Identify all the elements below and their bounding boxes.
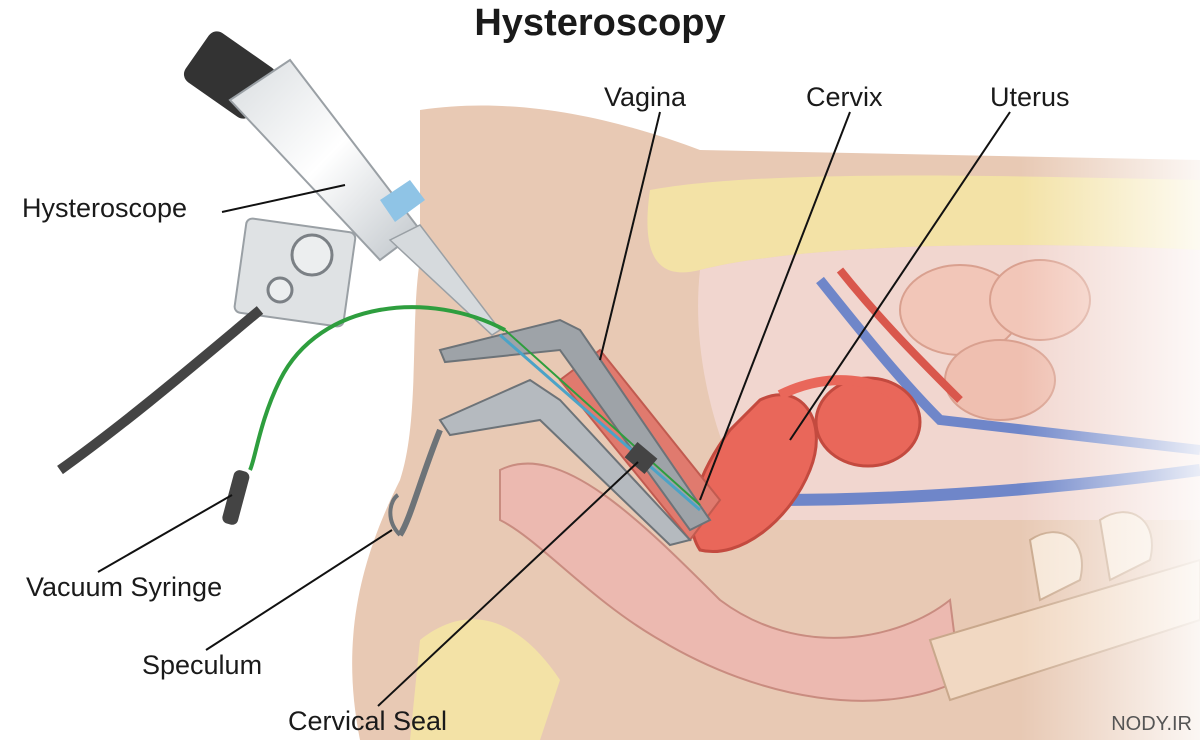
leader-line-vacuum-syringe (97, 494, 233, 573)
speculum-handle (397, 428, 443, 537)
label-vacuum-syringe: Vacuum Syringe (26, 572, 223, 602)
leader-line-uterus (789, 111, 1011, 441)
watermark: NODY.IR (1111, 713, 1192, 735)
leader-line-cervical-seal (377, 461, 639, 707)
leader-line-hysteroscope (221, 184, 346, 213)
hysteroscope-tip (388, 224, 502, 336)
leader-line-cervix (699, 111, 851, 501)
vacuum-tube (248, 305, 506, 471)
leader-line-speculum (205, 529, 393, 651)
label-cervical-seal: Cervical Seal (288, 706, 448, 736)
speculum-blade-upper (438, 318, 712, 532)
camera-cable (57, 306, 264, 475)
diagram-title: Hysteroscopy (474, 2, 726, 44)
label-hysteroscope: Hysteroscope (22, 193, 188, 223)
label-cervix: Cervix (806, 82, 883, 112)
label-uterus: Uterus (990, 82, 1070, 112)
leader-line-vagina (599, 111, 661, 361)
scope-inner-line (499, 333, 701, 512)
vacuum-syringe (222, 470, 250, 525)
speculum-blade-lower (438, 378, 692, 547)
speculum-hook (388, 493, 402, 537)
control-knob (290, 233, 334, 277)
cervical-seal-part (624, 441, 658, 475)
control-knob (266, 276, 294, 304)
hysteroscope-band (380, 180, 425, 222)
label-vagina: Vagina (604, 82, 687, 112)
label-speculum: Speculum (142, 650, 263, 680)
tube-inner-line (504, 329, 701, 506)
